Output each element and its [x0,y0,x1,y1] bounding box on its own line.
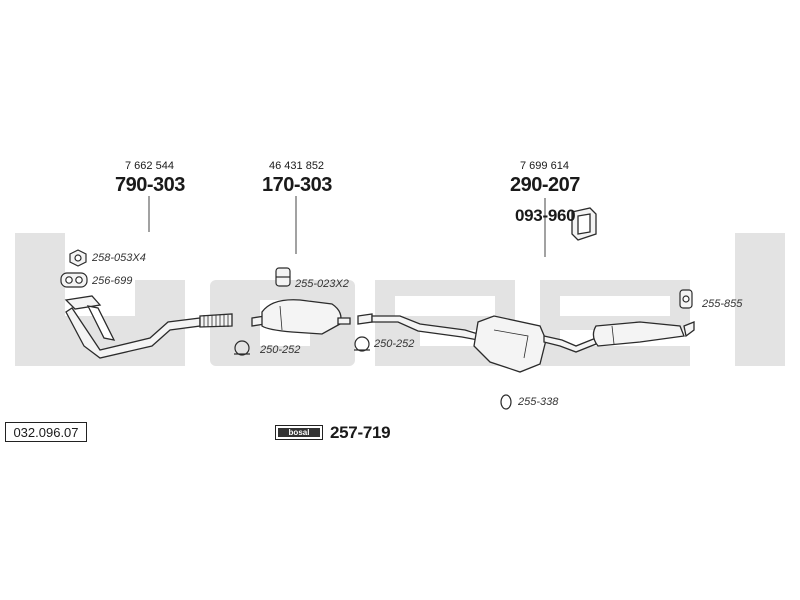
clamp-icon [234,340,250,356]
rubber-hanger-icon [679,289,693,309]
front-pipe-part [64,295,233,359]
part-number-rear-system[interactable]: 290-207 [510,174,580,196]
accessory-clamp-a-label[interactable]: 250-252 [260,344,301,356]
clamp-icon [354,336,370,352]
front-silencer-part [251,299,351,335]
catalog-number-box: 032.096.07 [5,422,87,442]
oe-number-rear-system: 7 699 614 [520,160,569,172]
accessory-ring-label[interactable]: 255-338 [518,396,559,408]
accessory-nuts-label[interactable]: 258-053X4 [92,252,146,264]
mounting-kit-icon [571,207,597,241]
brand-logo-box: bosal [275,425,323,440]
assembly-part-number[interactable]: 257-719 [330,423,391,442]
oe-number-front-silencer: 46 431 852 [269,160,325,172]
part-number-mounting-kit[interactable]: 093-960 [515,206,576,225]
accessory-rubber-hanger-label[interactable]: 255-855 [702,298,743,310]
gasket-icon [60,272,88,288]
accessory-rubber-mounts-label[interactable]: 255-023X2 [295,278,349,290]
part-number-front-silencer[interactable]: 170-303 [262,174,332,196]
rear-system-part [357,313,695,373]
nut-icon [69,249,87,267]
oe-number-front-pipe: 7 662 544 [125,160,174,172]
brand-logo-text: bosal [278,428,320,437]
accessory-gasket-label[interactable]: 256-699 [92,275,133,287]
accessory-clamp-b-label[interactable]: 250-252 [374,338,415,350]
ring-icon [500,394,512,410]
rubber-mount-icon [275,267,291,287]
part-number-front-pipe[interactable]: 790-303 [115,174,185,196]
